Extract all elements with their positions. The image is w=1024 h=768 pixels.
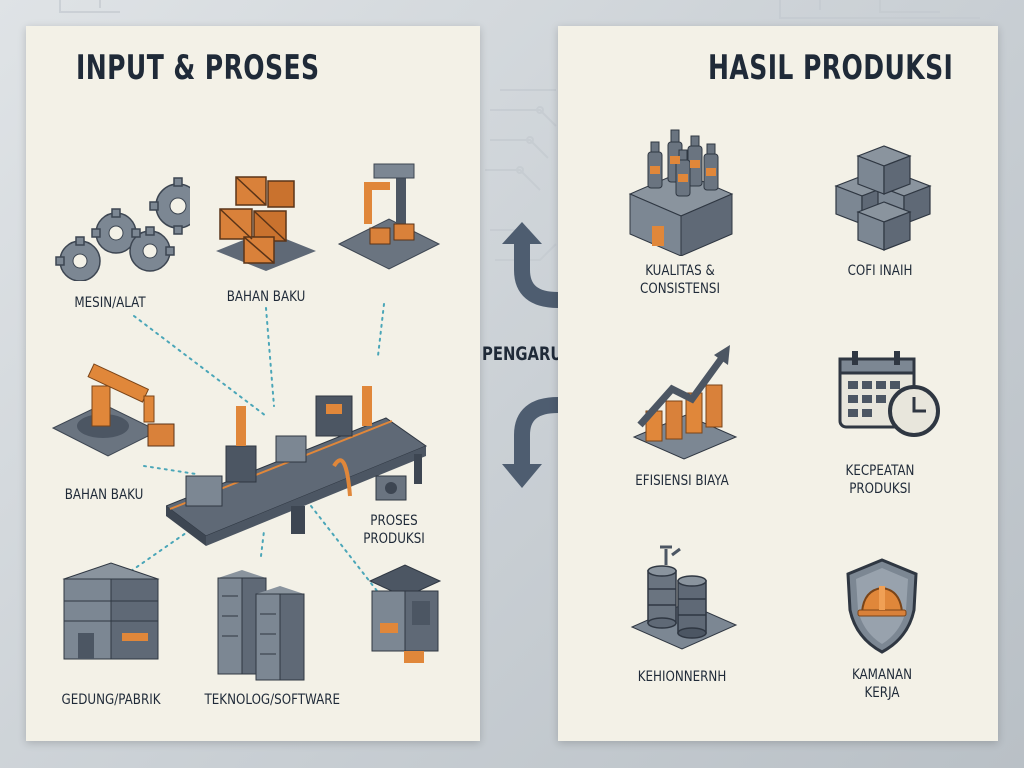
panel-title: HASIL PRODUKSI [708,48,954,88]
label-kehionnernh: KEHIONNERNH [637,669,727,685]
dotted-connectors [130,303,385,597]
label-kualitas: KUALITAS & CONSISTENSI [640,263,720,297]
building-icon [56,561,166,681]
label-kamanan-kerja: KAMANAN KERJA [851,667,913,701]
input-proses-panel: INPUT & PROSES MESIN/ALAT [26,26,480,741]
crates-icon [206,171,326,281]
label-efisiensi-biaya: EFISIENSI BIAYA [635,473,729,489]
label-kecepatan-produksi: KECPEATAN PRODUKSI [845,463,915,497]
pengaruh-label: PENGARUH [482,343,575,365]
stacked-blocks-icon [828,122,938,252]
calendar-clock-icon [834,351,944,441]
panel-title: INPUT & PROSES [76,48,320,88]
label-bahan-baku-top: BAHAN BAKU [226,289,306,305]
label-bahan-baku-left: BAHAN BAKU [64,487,144,503]
server-icon [212,566,312,686]
hasil-produksi-panel: HASIL PRODUKSI KUALITAS & CONSISTENSI [558,26,998,741]
safety-shield-icon [842,556,922,656]
barrels-icon [630,541,740,651]
label-teknologi-software: TEKNOLOG/SOFTWARE [204,692,341,708]
kiosk-icon [360,561,450,671]
bottle-factory-icon [626,116,736,256]
gears-icon [50,151,190,281]
robot-arm-icon [48,356,188,476]
conveyor-icon [166,366,456,556]
robot-station-icon [334,154,444,274]
label-mesin: MESIN/ALAT [74,295,146,311]
label-proses-produksi: PROSES PRODUKSI [363,513,425,547]
growth-chart-icon [632,341,742,461]
label-cofi-inaih: COFI INAIH [847,263,913,279]
label-gedung-pabrik: GEDUNG/PABRIK [61,692,161,708]
